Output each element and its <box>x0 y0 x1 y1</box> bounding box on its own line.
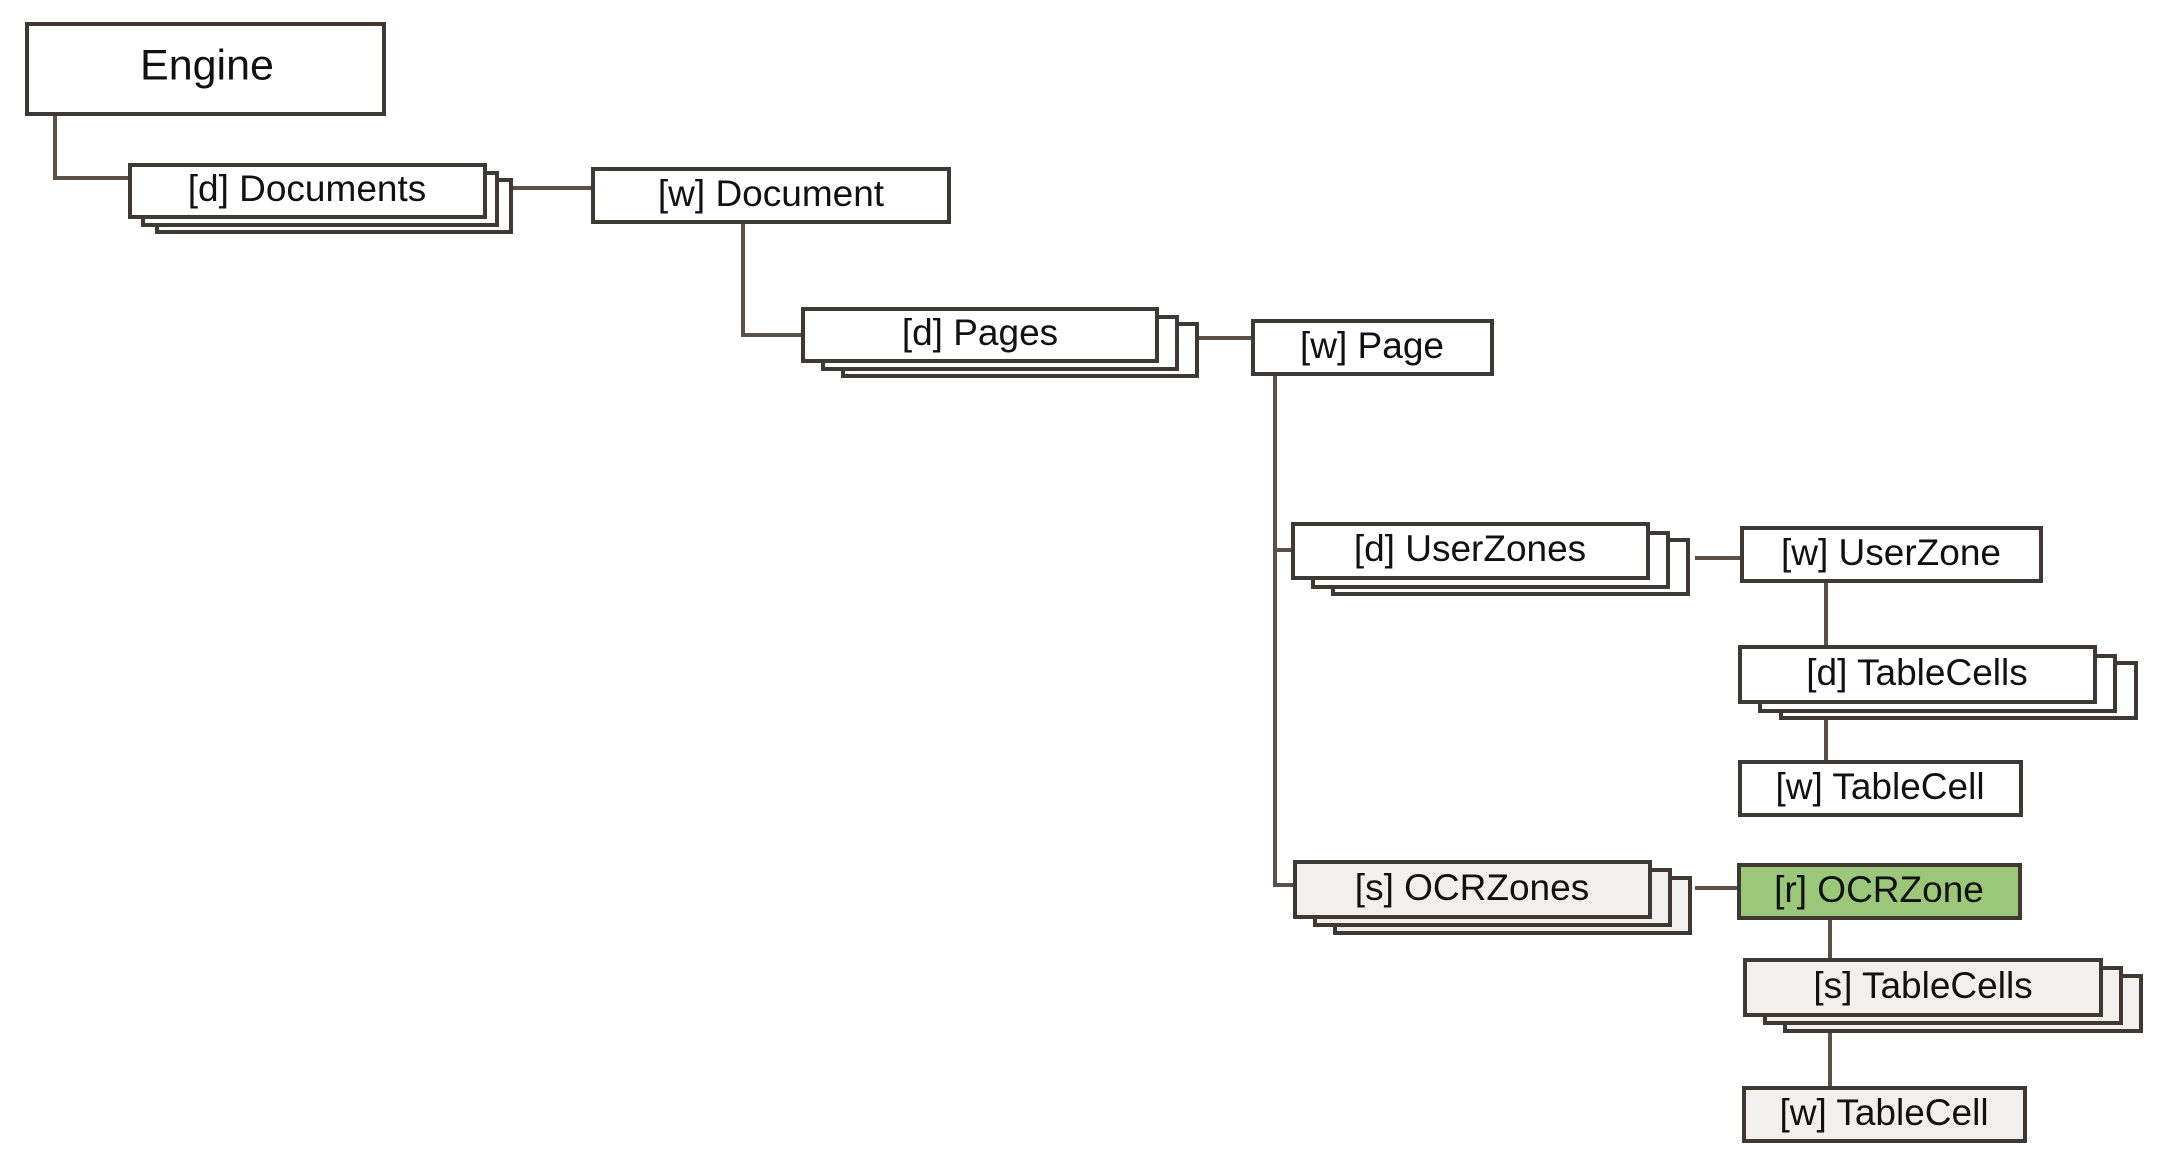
tablecell-w1-box <box>1738 760 2023 817</box>
tablecell-w2-label: [w] TableCell <box>1779 1092 1988 1133</box>
hierarchy-nodes: Engine [d] Documents [w] Document [d] Pa… <box>25 22 2103 1143</box>
node-tablecells-s: [s] TableCells <box>1743 958 2103 1017</box>
connector-engine-documents <box>53 113 130 180</box>
tablecells-s-label: [s] TableCells <box>1813 965 2032 1006</box>
node-page: [w] Page <box>1251 319 1494 376</box>
node-pages: [d] Pages <box>801 307 1159 363</box>
node-userzones: [d] UserZones <box>1291 522 1650 580</box>
node-documents: [d] Documents <box>128 163 487 219</box>
engine-box <box>25 22 386 116</box>
tablecell-w2-box <box>1742 1086 2027 1143</box>
node-ocrzones: [s] OCRZones <box>1293 860 1652 919</box>
connector-lines <box>53 113 1832 1088</box>
node-tablecells-d: [d] TableCells <box>1738 645 2097 704</box>
pages-label: [d] Pages <box>902 312 1058 353</box>
ocrzones-label: [s] OCRZones <box>1355 867 1589 908</box>
ocrzones-box <box>1293 860 1652 919</box>
node-userzone: [w] UserZone <box>1740 526 2043 583</box>
userzones-box <box>1291 522 1650 580</box>
page-box <box>1251 319 1494 376</box>
node-tablecell-w2: [w] TableCell <box>1742 1086 2027 1143</box>
userzones-label: [d] UserZones <box>1354 528 1586 569</box>
connector-document-pages <box>741 223 803 337</box>
document-box <box>591 167 951 224</box>
ocrzone-box <box>1737 863 2022 920</box>
engine-label: Engine <box>140 41 274 89</box>
documents-box <box>128 163 487 219</box>
node-engine: Engine <box>25 22 386 116</box>
page-label: [w] Page <box>1300 325 1444 366</box>
document-label: [w] Document <box>658 173 885 214</box>
node-ocrzone: [r] OCRZone <box>1737 863 2022 920</box>
userzone-label: [w] UserZone <box>1781 532 2001 573</box>
connector-page-branch <box>1273 374 1295 887</box>
node-document: [w] Document <box>591 167 951 224</box>
userzone-box <box>1740 526 2043 583</box>
pages-box <box>801 307 1159 363</box>
documents-label: [d] Documents <box>188 168 427 209</box>
tablecells-d-box <box>1738 645 2097 704</box>
node-tablecell-w1: [w] TableCell <box>1738 760 2023 817</box>
tablecells-s-box <box>1743 958 2103 1017</box>
tablecells-d-label: [d] TableCells <box>1806 652 2027 693</box>
tablecell-w1-label: [w] TableCell <box>1775 766 1984 807</box>
ocrzone-label: [r] OCRZone <box>1774 869 1984 910</box>
